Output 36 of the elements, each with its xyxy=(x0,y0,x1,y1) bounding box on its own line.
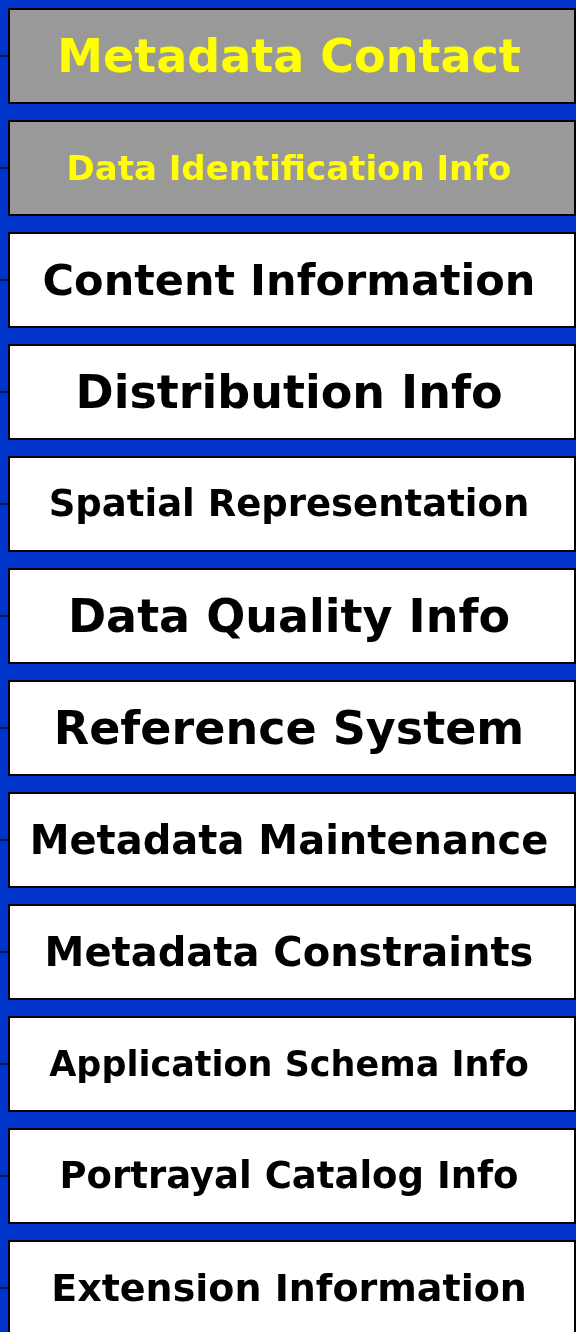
section-box xyxy=(8,456,576,552)
section-label: Application Schema Info xyxy=(49,1042,529,1086)
section-box xyxy=(8,1016,576,1112)
connector-line xyxy=(0,1287,9,1289)
section-label: Metadata Maintenance xyxy=(29,816,549,865)
section-label: Distribution Info xyxy=(75,363,503,421)
connector-line xyxy=(0,1063,9,1065)
section-box xyxy=(8,120,576,216)
section-box xyxy=(8,232,576,328)
section-label: Extension Information xyxy=(51,1264,527,1312)
section-box xyxy=(8,344,576,440)
connector-line xyxy=(0,951,9,953)
section-box xyxy=(8,1240,576,1332)
section-label: Portrayal Catalog Info xyxy=(59,1153,519,1200)
section-label: Data Identification Info xyxy=(66,146,512,190)
section-box xyxy=(8,8,576,104)
section-label: Spatial Representation xyxy=(48,481,530,528)
connector-line xyxy=(0,167,9,169)
connector-line xyxy=(0,503,9,505)
section-box xyxy=(8,792,576,888)
section-label: Reference System xyxy=(53,699,525,757)
connector-line xyxy=(0,615,9,617)
section-label: Content Information xyxy=(42,253,536,307)
section-label: Metadata Constraints xyxy=(44,928,534,977)
connector-line xyxy=(0,1175,9,1177)
section-box xyxy=(8,1128,576,1224)
section-label: Metadata Contact xyxy=(57,27,521,85)
section-box xyxy=(8,680,576,776)
connector-line xyxy=(0,279,9,281)
section-label: Data Quality Info xyxy=(67,587,511,645)
section-box xyxy=(8,904,576,1000)
section-box xyxy=(8,568,576,664)
connector-line xyxy=(0,55,9,57)
connector-line xyxy=(0,727,9,729)
connector-line xyxy=(0,839,9,841)
connector-line xyxy=(0,391,9,393)
